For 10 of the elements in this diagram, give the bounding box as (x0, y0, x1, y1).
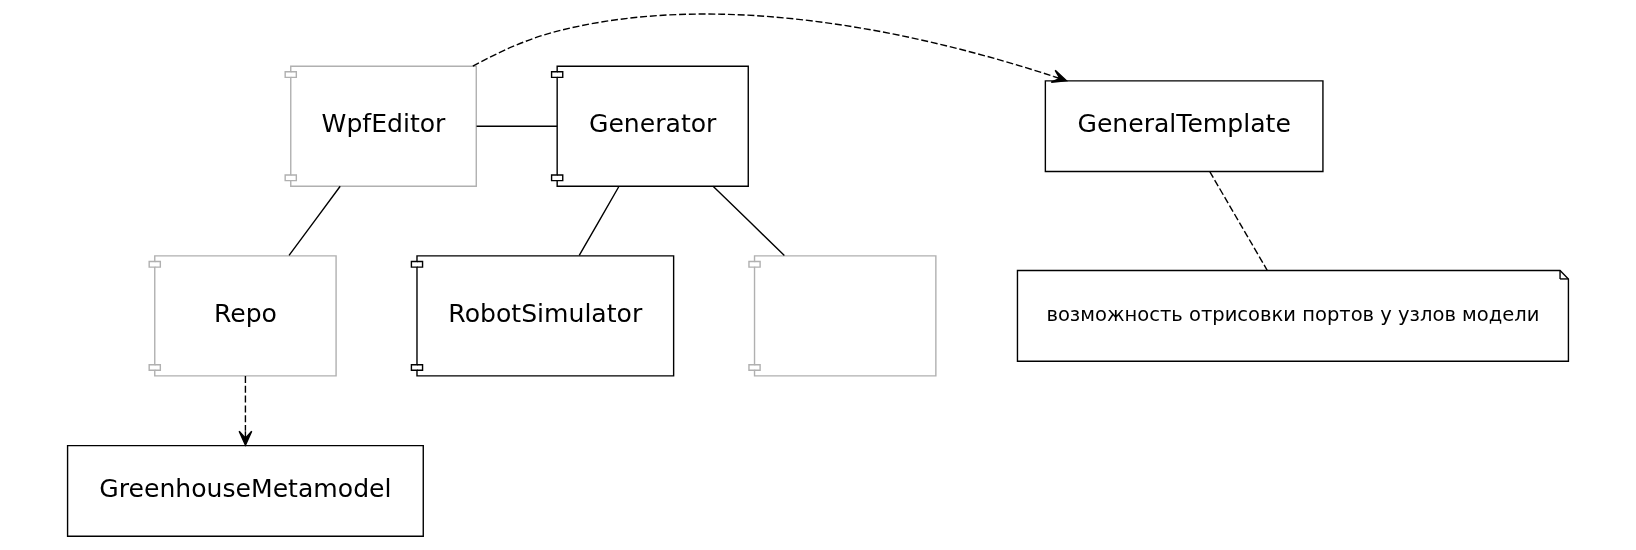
arrow (238, 375, 253, 446)
connector (578, 185, 620, 257)
connector (475, 125, 558, 127)
node-box: GeneralTemplate (1044, 80, 1324, 173)
connector (712, 185, 786, 257)
node-component (748, 255, 937, 377)
arrow (472, 13, 1068, 83)
node-box: GreenhouseMetamodel (66, 444, 424, 537)
connector (1209, 171, 1269, 272)
connector (288, 185, 341, 257)
